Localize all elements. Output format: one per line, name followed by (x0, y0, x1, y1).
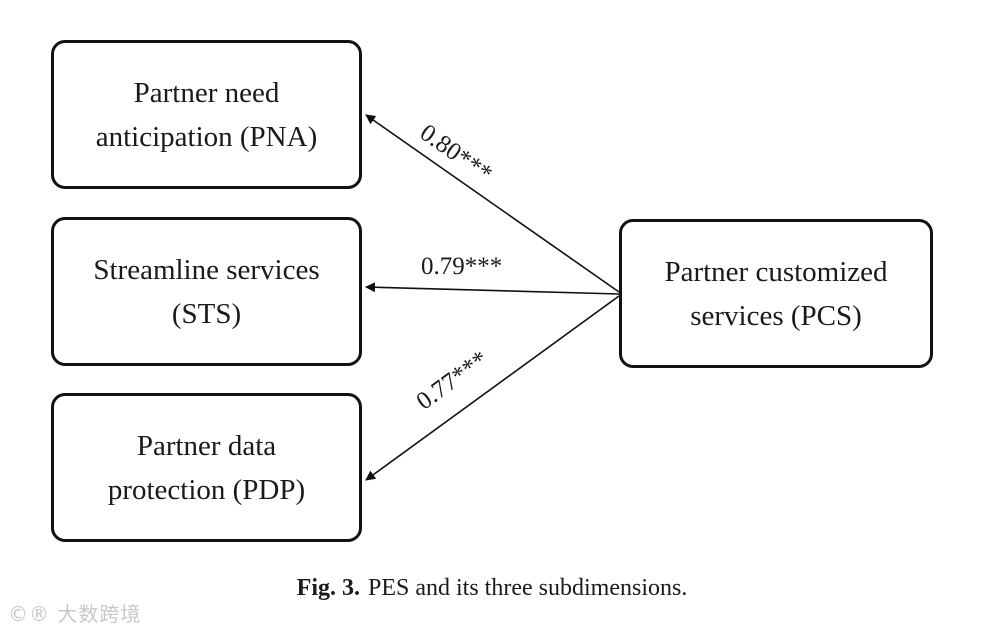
node-sts: Streamline services (STS) (51, 217, 362, 366)
coefficient-sts: 0.79*** (421, 253, 503, 280)
node-pna-line-2: anticipation (PNA) (95, 120, 318, 153)
node-pdp: Partner data protection (PDP) (51, 393, 362, 542)
node-pcs: Partner customized services (PCS) (619, 219, 933, 368)
arrow-pcs-to-pna (365, 114, 620, 293)
arrow-pcs-to-sts (365, 282, 620, 295)
node-pcs-line-1: Partner customized (664, 255, 888, 288)
figure-caption: Fig. 3. PES and its three subdimensions. (0, 575, 984, 602)
node-pna: Partner need anticipation (PNA) (51, 40, 362, 189)
caption-text: PES and its three subdimensions. (368, 575, 688, 601)
caption-label: Fig. 3. (296, 575, 360, 601)
node-pdp-line-1: Partner data (136, 429, 277, 462)
node-pcs-line-2: services (PCS) (690, 299, 862, 332)
node-pna-line-1: Partner need (133, 76, 280, 109)
node-pdp-line-2: protection (PDP) (107, 473, 306, 506)
watermark-logo: ©® 大数跨境 (8, 602, 142, 626)
node-sts-line-1: Streamline services (93, 253, 320, 286)
node-sts-line-2: (STS) (171, 297, 242, 330)
arrow-pcs-to-pdp (365, 295, 620, 481)
